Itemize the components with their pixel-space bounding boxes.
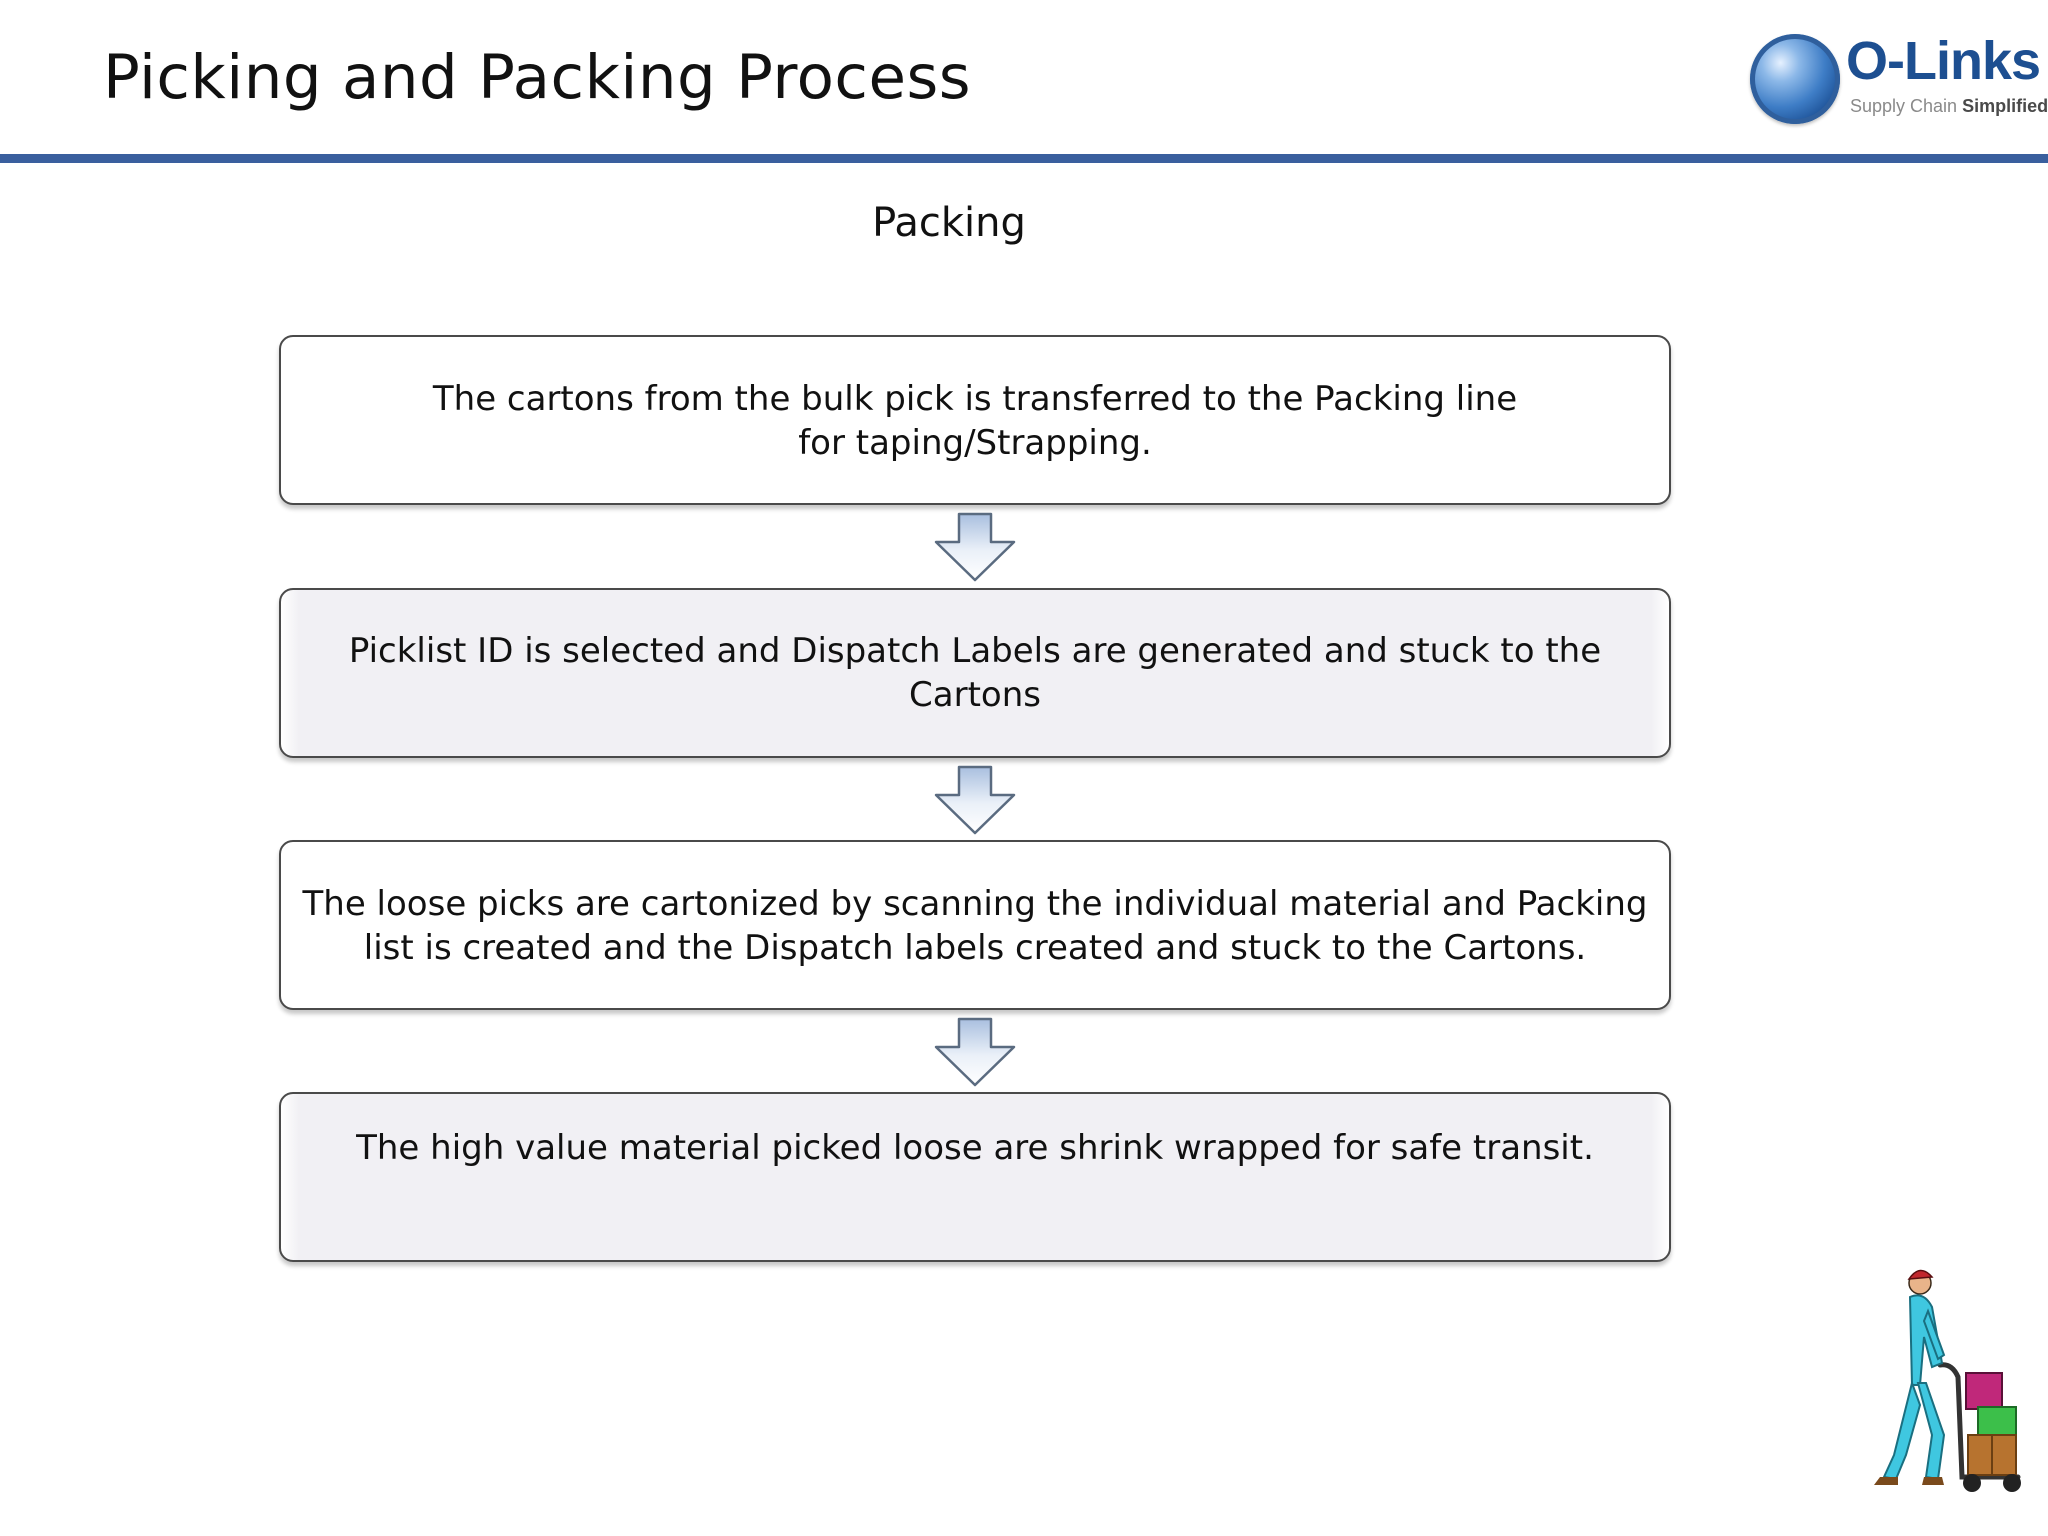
flow-step-1-text: The cartons from the bulk pick is transf… xyxy=(432,379,1518,463)
flow-step-1: The cartons from the bulk pick is transf… xyxy=(279,335,1671,505)
down-arrow-icon xyxy=(934,765,1016,835)
o-links-logo: O-Links Supply Chain Simplified xyxy=(1748,30,2048,130)
flow-step-2-text: Picklist ID is selected and Dispatch Lab… xyxy=(348,631,1602,715)
worker-with-trolley-icon xyxy=(1874,1269,2021,1492)
logo-name: O-Links xyxy=(1846,31,2041,91)
flow-step-4: The high value material picked loose are… xyxy=(279,1092,1671,1262)
flow-step-2: Picklist ID is selected and Dispatch Lab… xyxy=(279,588,1671,758)
flow-step-4-text: The high value material picked loose are… xyxy=(356,1128,1594,1168)
logo-tagline-bold: Simplified xyxy=(1962,96,2048,116)
flow-step-3-text: The loose picks are cartonized by scanni… xyxy=(302,884,1648,968)
page-title: Picking and Packing Process xyxy=(103,42,972,113)
globe-icon xyxy=(1750,34,1840,124)
logo-tagline-light: Supply Chain xyxy=(1850,96,1958,116)
down-arrow-icon xyxy=(934,1017,1016,1087)
flow-step-3: The loose picks are cartonized by scanni… xyxy=(279,840,1671,1010)
logo-tagline: Supply Chain Simplified xyxy=(1850,96,2048,117)
down-arrow-icon xyxy=(934,512,1016,582)
diagram-heading: Packing xyxy=(872,200,1026,246)
header-divider xyxy=(0,154,2048,163)
